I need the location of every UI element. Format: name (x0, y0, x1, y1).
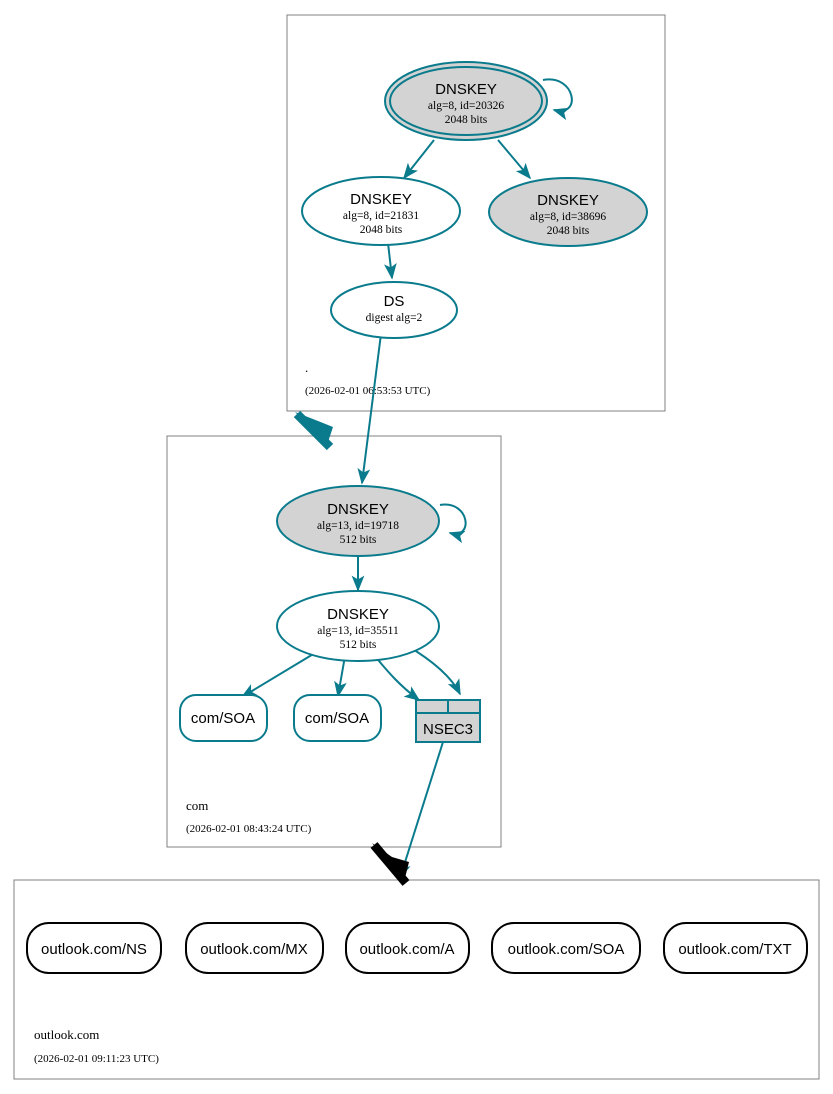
node-dnskey-35511-bits: 512 bits (340, 639, 377, 651)
node-ds-com-detail: digest alg=2 (366, 312, 423, 324)
node-dnskey-20326-detail: alg=8, id=20326 (428, 100, 504, 112)
node-dnskey-21831-bits: 2048 bits (360, 224, 403, 236)
node-dnskey-19718-detail: alg=13, id=19718 (317, 520, 399, 532)
node-rrset-outlook-a-label: outlook.com/A (359, 941, 454, 958)
node-nsec3[interactable]: NSEC3 (415, 699, 481, 743)
node-dnskey-38696[interactable]: DNSKEY alg=8, id=38696 2048 bits (488, 177, 648, 247)
zone-root-label: . (305, 360, 308, 375)
edge-ksk20326-to-zsk21831 (403, 139, 435, 180)
node-dnskey-19718-shape (276, 485, 440, 557)
edge-zsk21831-to-ds (384, 242, 397, 280)
node-dnskey-20326[interactable]: DNSKEY alg=8, id=20326 2048 bits (384, 61, 548, 141)
node-dnskey-21831-shape (301, 176, 461, 246)
edge-nsec3-to-outlook (398, 741, 444, 880)
node-nsec3-label: NSEC3 (423, 721, 473, 738)
node-dnskey-19718[interactable]: DNSKEY alg=13, id=19718 512 bits (276, 485, 440, 557)
node-dnskey-35511[interactable]: DNSKEY alg=13, id=35511 512 bits (276, 590, 440, 662)
zone-outlook-timestamp: (2026-02-01 09:11:23 UTC) (34, 1053, 159, 1065)
edge-zsk35511-to-com-soa-2 (334, 655, 347, 698)
node-rrset-outlook-mx-label: outlook.com/MX (200, 941, 308, 958)
zone-outlook[interactable]: outlook.com (2026-02-01 09:11:23 UTC) (13, 879, 820, 1080)
node-dnskey-38696-title: DNSKEY (537, 192, 599, 209)
node-rrset-com-soa-1-label: com/SOA (191, 710, 255, 727)
node-rrset-outlook-a[interactable]: outlook.com/A (345, 922, 470, 974)
edge-ksk20326-to-key38696 (497, 139, 532, 180)
node-rrset-outlook-ns-label: outlook.com/NS (41, 941, 147, 958)
zone-outlook-label: outlook.com (34, 1027, 99, 1042)
node-rrset-outlook-a-shape (345, 922, 470, 974)
node-rrset-outlook-txt[interactable]: outlook.com/TXT (663, 922, 808, 974)
node-dnskey-38696-detail: alg=8, id=38696 (530, 211, 606, 223)
node-rrset-com-soa-2-shape (293, 694, 382, 742)
node-ds-com-shape (330, 281, 458, 339)
node-dnskey-21831-title: DNSKEY (350, 191, 412, 208)
node-nsec3-shape (415, 699, 481, 743)
zone-root-timestamp: (2026-02-01 06:53:53 UTC) (305, 385, 431, 397)
node-rrset-outlook-soa[interactable]: outlook.com/SOA (491, 922, 641, 974)
node-dnskey-21831-detail: alg=8, id=21831 (343, 210, 419, 222)
node-dnskey-19718-title: DNSKEY (327, 501, 389, 518)
edge-zsk35511-to-com-soa-1 (240, 652, 316, 698)
node-rrset-outlook-txt-label: outlook.com/TXT (678, 941, 791, 958)
node-dnskey-19718-bits: 512 bits (340, 534, 377, 546)
node-dnskey-20326-inner-ring (389, 66, 543, 136)
node-dnskey-21831[interactable]: DNSKEY alg=8, id=21831 2048 bits (301, 176, 461, 246)
node-rrset-outlook-mx[interactable]: outlook.com/MX (185, 922, 324, 974)
node-dnskey-35511-title: DNSKEY (327, 606, 389, 623)
node-rrset-outlook-mx-shape (185, 922, 324, 974)
node-rrset-com-soa-2-label: com/SOA (305, 710, 369, 727)
edge-selfsign-ksk19718 (439, 503, 467, 544)
node-dnskey-38696-bits: 2048 bits (547, 225, 590, 237)
node-rrset-outlook-soa-shape (491, 922, 641, 974)
node-dnskey-20326-title: DNSKEY (435, 81, 497, 98)
node-rrset-com-soa-2[interactable]: com/SOA (293, 694, 382, 742)
edge-zone-delegation-root-to-com (293, 410, 334, 451)
node-rrset-outlook-ns[interactable]: outlook.com/NS (26, 922, 162, 974)
zone-com-timestamp: (2026-02-01 08:43:24 UTC) (186, 823, 312, 835)
edge-ds-to-ksk19718 (357, 333, 382, 485)
node-dnskey-35511-shape (276, 590, 440, 662)
node-dnskey-35511-detail: alg=13, id=35511 (317, 625, 399, 637)
node-rrset-outlook-ns-shape (26, 922, 162, 974)
edge-selfsign-ksk20326 (542, 78, 573, 121)
node-rrset-outlook-soa-label: outlook.com/SOA (508, 941, 625, 958)
node-rrset-outlook-txt-shape (663, 922, 808, 974)
edge-zone-delegation-com-to-outlook (370, 842, 410, 886)
node-ds-com[interactable]: DS digest alg=2 (330, 281, 458, 339)
node-rrset-com-soa-1[interactable]: com/SOA (179, 694, 268, 742)
node-ds-com-title: DS (384, 293, 405, 310)
node-dnskey-20326-bits: 2048 bits (445, 114, 488, 126)
zone-outlook-border (13, 879, 820, 1080)
node-rrset-com-soa-1-shape (179, 694, 268, 742)
zone-com-label: com (186, 798, 208, 813)
node-dnskey-38696-shape (488, 177, 648, 247)
